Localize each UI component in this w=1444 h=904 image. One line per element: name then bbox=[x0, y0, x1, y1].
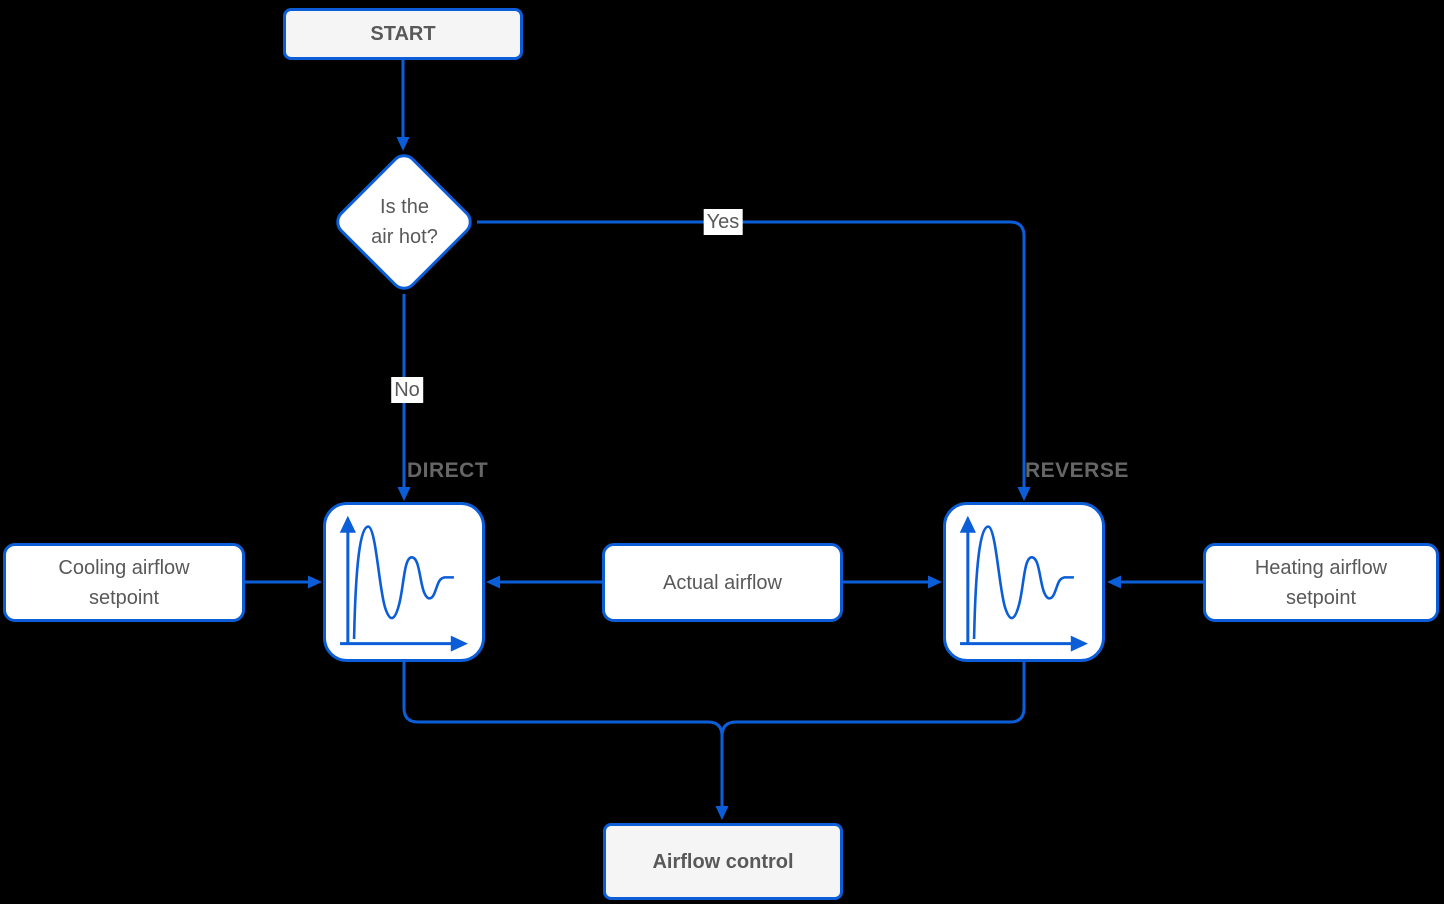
pid-response-curve-icon bbox=[339, 515, 468, 652]
connector-actual-to-direct bbox=[486, 575, 602, 589]
direct-mode-label: DIRECT bbox=[407, 459, 489, 482]
edge-label-yes: Yes bbox=[703, 209, 743, 235]
pid-response-curve-icon bbox=[959, 515, 1088, 652]
connector-merge-to-airflow-control bbox=[715, 730, 729, 820]
connector-actual-to-reverse bbox=[843, 575, 942, 589]
reverse-mode-label: REVERSE bbox=[1025, 459, 1129, 482]
connector-cooling-to-direct bbox=[245, 575, 322, 589]
connector-reverse-to-merge bbox=[720, 662, 1026, 737]
start-node: START bbox=[283, 8, 523, 60]
actual-airflow-node: Actual airflow bbox=[602, 543, 843, 622]
decision-node-label: Is the air hot? bbox=[371, 196, 438, 248]
edge-label-no: No bbox=[391, 377, 423, 403]
direct-pid-node bbox=[323, 502, 485, 662]
connector-heating-to-reverse bbox=[1107, 575, 1203, 589]
heating-setpoint-node: Heating airflow setpoint bbox=[1203, 543, 1439, 622]
airflow-control-node: Airflow control bbox=[603, 823, 843, 900]
reverse-pid-node bbox=[943, 502, 1105, 662]
connector-direct-to-merge bbox=[402, 662, 724, 737]
cooling-setpoint-node: Cooling airflow setpoint bbox=[3, 543, 245, 622]
connector-decision-yes-to-reverse bbox=[477, 220, 1031, 501]
connector-start-to-decision bbox=[396, 60, 410, 151]
